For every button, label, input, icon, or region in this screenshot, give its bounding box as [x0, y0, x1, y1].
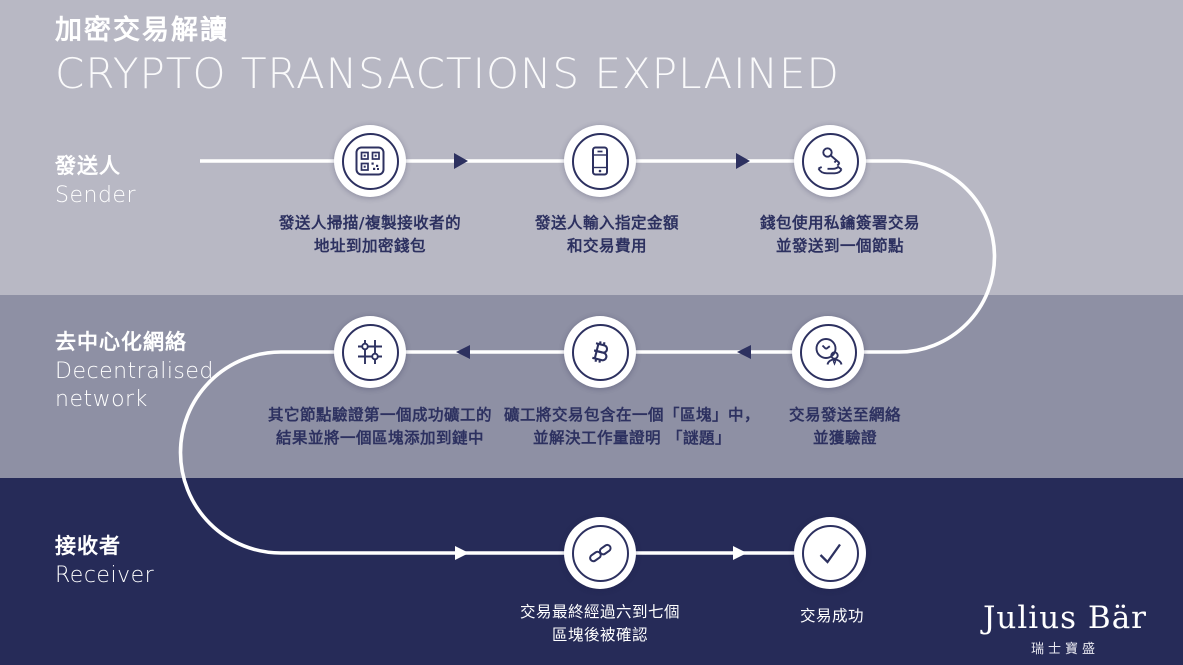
icon-ring [341, 323, 399, 381]
caption-line: 礦工將交易包含在一個「區塊」中， [503, 406, 760, 424]
caption-line: 並解決工作量證明 「謎題」 [533, 429, 731, 447]
icon-ring [801, 524, 859, 582]
row-label-sender: 發送人 Sender [55, 150, 136, 208]
caption-line: 交易發送至網絡 [788, 406, 901, 424]
caption-line: 錢包使用私鑰簽署交易 [759, 214, 920, 232]
icon-ring [801, 132, 859, 190]
arrow-right-icon [454, 153, 468, 169]
chain-link-icon [589, 543, 612, 563]
network-nodes-icon [358, 340, 382, 364]
caption-line: 和交易費用 [566, 237, 647, 255]
step-node-amount [564, 125, 636, 197]
arrow-left-icon [456, 345, 470, 359]
checkmark-icon [819, 543, 841, 564]
qr-code-icon [355, 146, 385, 176]
row-label-receiver: 接收者 Receiver [55, 530, 154, 588]
arrow-right-icon [455, 546, 469, 560]
icon-ring [571, 524, 629, 582]
step-caption: 發送人輸入指定金額 和交易費用 [492, 212, 722, 258]
step-node-success [794, 517, 866, 589]
row-label-network: 去中心化網絡 Decentralised network [55, 326, 214, 412]
step-caption: 交易發送至網絡 並獲驗證 [740, 404, 950, 450]
logo-name: Julius Bär [982, 600, 1147, 636]
smartphone-icon [592, 146, 608, 176]
step-caption: 發送人掃描/複製接收者的 地址到加密錢包 [240, 212, 500, 258]
icon-ring [571, 132, 629, 190]
row-label-en: network [55, 387, 148, 412]
step-node-mining [564, 316, 636, 388]
caption-line: 交易成功 [799, 607, 864, 625]
step-caption: 其它節點驗證第一個成功礦工的 結果並將一個區塊添加到鏈中 [240, 404, 520, 450]
step-caption: 礦工將交易包含在一個「區塊」中， 並解決工作量證明 「謎題」 [477, 404, 787, 450]
step-node-confirm [564, 517, 636, 589]
clock-person-icon [815, 338, 843, 366]
arrow-left-icon [737, 345, 751, 359]
caption-line: 結果並將一個區塊添加到鏈中 [275, 429, 484, 447]
row-label-en: Receiver [55, 563, 155, 588]
caption-line: 並獲驗證 [812, 429, 877, 447]
row-label-zh: 發送人 [55, 154, 121, 178]
step-node-scan [334, 125, 406, 197]
icon-ring [571, 323, 629, 381]
icon-ring [341, 132, 399, 190]
arrow-right-icon [733, 546, 747, 560]
page-title: 加密交易解讀 CRYPTO TRANSACTIONS EXPLAINED [55, 8, 840, 98]
step-caption: 交易成功 [747, 605, 917, 628]
icon-ring [799, 323, 857, 381]
row-label-en: Sender [55, 183, 136, 208]
row-label-en: Decentralised [55, 359, 214, 384]
caption-line: 其它節點驗證第一個成功礦工的 [267, 406, 492, 424]
step-node-broadcast [792, 316, 864, 388]
julius-baer-logo: Julius Bär 瑞士寶盛 [983, 600, 1147, 657]
step-node-validate [334, 316, 406, 388]
title-chinese: 加密交易解讀 [55, 15, 229, 46]
key-hand-icon [817, 147, 843, 175]
caption-line: 發送人輸入指定金額 [534, 214, 679, 232]
caption-line: 交易最終經過六到七個 [519, 603, 680, 621]
caption-line: 並發送到一個節點 [775, 237, 904, 255]
arrow-right-icon [736, 153, 750, 169]
row-label-zh: 去中心化網絡 [55, 330, 187, 354]
step-caption: 交易最終經過六到七個 區塊後被確認 [475, 601, 725, 647]
step-node-sign [794, 125, 866, 197]
caption-line: 發送人掃描/複製接收者的 [278, 214, 462, 232]
title-english: CRYPTO TRANSACTIONS EXPLAINED [55, 49, 840, 98]
logo-chinese: 瑞士寶盛 [1030, 642, 1099, 657]
row-label-zh: 接收者 [55, 534, 121, 558]
step-caption: 錢包使用私鑰簽署交易 並發送到一個節點 [720, 212, 960, 258]
caption-line: 地址到加密錢包 [313, 237, 426, 255]
bitcoin-icon [592, 341, 609, 363]
caption-line: 區塊後被確認 [551, 626, 648, 644]
